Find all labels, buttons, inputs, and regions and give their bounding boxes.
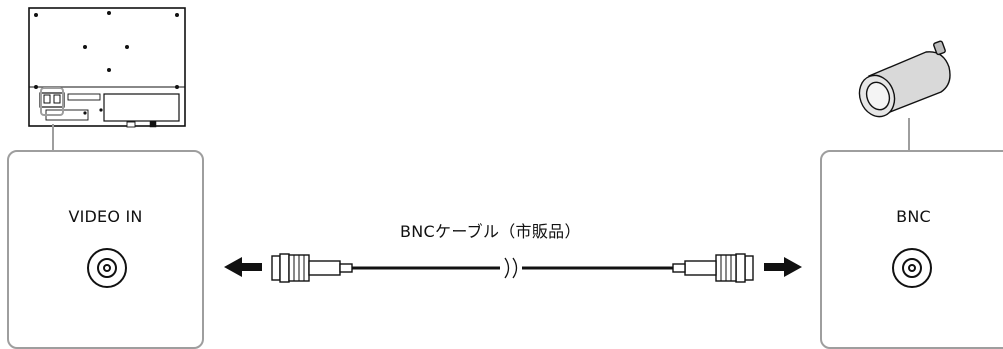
video-in-label: VIDEO IN xyxy=(68,207,143,226)
arrow-left-icon xyxy=(224,257,262,277)
cable-label: BNCケーブル（市販品） xyxy=(400,222,581,241)
bnc-plug-left-icon xyxy=(271,253,353,283)
arrow-right-icon xyxy=(764,257,802,277)
monitor-icon xyxy=(28,7,186,128)
bnc-plug-right-icon xyxy=(672,253,754,283)
video-in-port-highlight xyxy=(40,87,64,116)
bnc-socket-icon xyxy=(892,248,932,288)
camera-port-panel: BNC xyxy=(820,150,1003,349)
bnc-socket-icon xyxy=(87,248,127,288)
monitor-port-panel: VIDEO IN xyxy=(7,150,204,349)
bnc-label: BNC xyxy=(896,207,931,226)
callout-lead-right xyxy=(908,118,910,151)
callout-lead-left xyxy=(52,124,54,151)
camera-icon xyxy=(858,40,951,118)
bnc-cable xyxy=(350,257,676,279)
